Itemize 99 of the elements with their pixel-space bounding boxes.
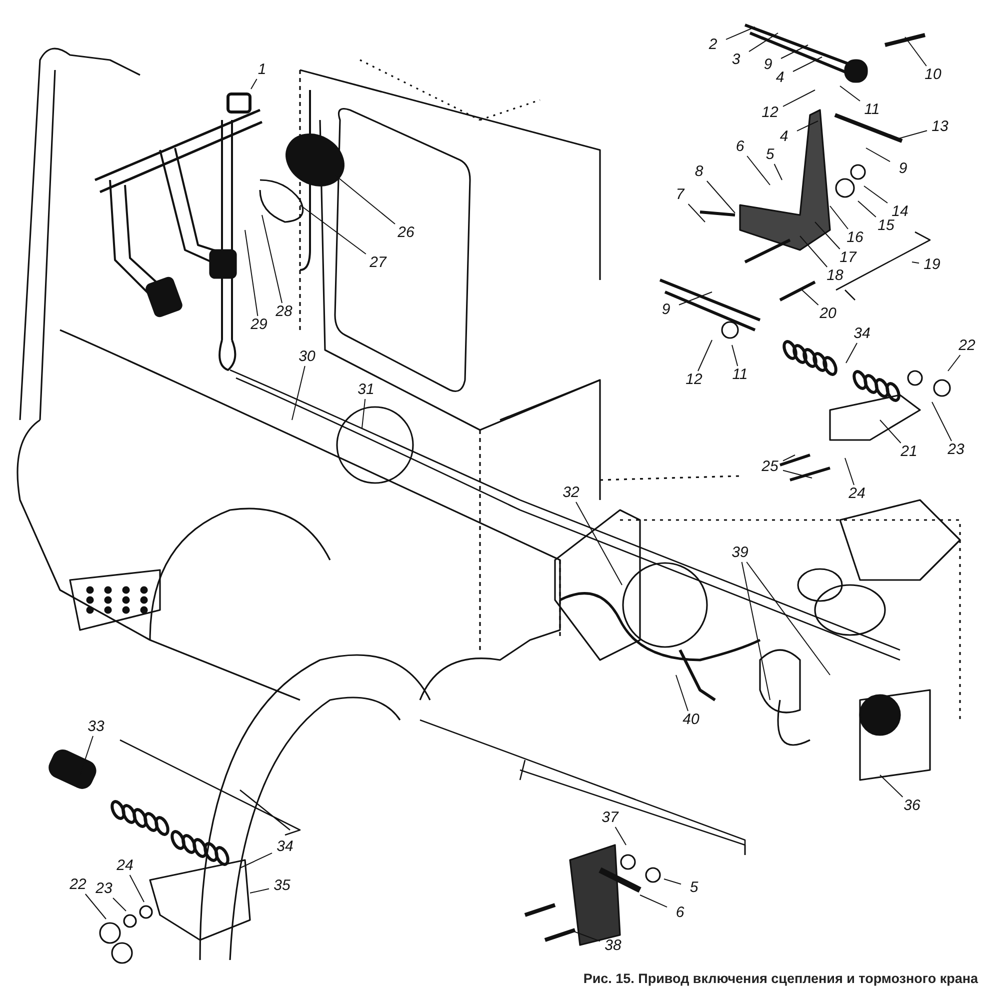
leader-line	[688, 204, 706, 222]
leader-line	[741, 562, 770, 700]
callout-number: 11	[727, 366, 753, 384]
callout-number: 34	[272, 838, 298, 856]
callout-number: 26	[393, 224, 419, 242]
callout-number: 24	[844, 485, 870, 503]
leader-line	[866, 148, 890, 162]
callout-number: 19	[919, 256, 945, 274]
leader-line	[846, 342, 858, 364]
callout-number: 12	[757, 104, 783, 122]
leader-line	[746, 156, 770, 186]
callout-number: 22	[954, 337, 980, 355]
callout-number: 10	[920, 66, 946, 84]
leader-line	[676, 674, 688, 712]
leader-line	[726, 26, 756, 40]
leader-line	[814, 222, 840, 250]
callout-number: 32	[558, 484, 584, 502]
leader-line	[792, 56, 822, 72]
leader-line	[678, 292, 712, 306]
callout-number: 1	[249, 61, 275, 79]
callout-number: 31	[353, 381, 379, 399]
leader-line	[614, 826, 626, 846]
figure-caption: Рис. 15. Привод включения сцепления и тормозного крана	[583, 971, 978, 986]
leader-line	[840, 86, 860, 102]
callout-number: 38	[600, 937, 626, 955]
leader-line	[292, 366, 306, 420]
leader-line	[782, 90, 816, 107]
callout-number: 2	[700, 36, 726, 54]
callout-number: 39	[727, 544, 753, 562]
callout-number: 9	[653, 301, 679, 319]
callout-number: 11	[859, 101, 885, 119]
leader-line	[774, 164, 782, 180]
callout-number: 22	[65, 876, 91, 894]
leader-line	[664, 878, 682, 885]
callout-number: 4	[771, 128, 797, 146]
callout-number: 30	[294, 348, 320, 366]
callout-number: 5	[757, 146, 783, 164]
callout-number: 5	[681, 879, 707, 897]
leader-line	[129, 874, 144, 902]
leader-line	[570, 930, 600, 942]
callout-number: 13	[927, 118, 953, 136]
leader-line	[250, 888, 270, 894]
leader-line	[844, 458, 854, 486]
leader-line	[300, 204, 366, 254]
leader-line	[732, 344, 738, 366]
leader-line	[362, 398, 366, 428]
callout-number: 21	[896, 443, 922, 461]
leader-line	[782, 454, 796, 462]
leader-line	[880, 774, 904, 798]
callout-number: 29	[246, 316, 272, 334]
callout-number: 35	[269, 877, 295, 895]
leader-line	[858, 200, 876, 218]
leader-line	[948, 354, 961, 372]
callout-number: 27	[365, 254, 391, 272]
callout-number: 3	[723, 51, 749, 69]
callout-number: 7	[667, 186, 693, 204]
leader-line	[796, 120, 818, 132]
leader-line	[800, 236, 828, 268]
callout-number: 6	[667, 904, 693, 922]
callout-number: 34	[849, 325, 875, 343]
leader-line	[706, 180, 736, 214]
leader-line	[698, 340, 712, 372]
leader-line	[244, 230, 258, 316]
leader-line	[240, 852, 272, 868]
leader-line	[112, 898, 126, 912]
callout-number: 23	[91, 880, 117, 898]
leader-line	[748, 32, 778, 52]
leader-line	[904, 36, 927, 66]
callout-number: 37	[597, 809, 623, 827]
leader-line	[746, 562, 830, 676]
leader-line	[782, 470, 812, 478]
leader-line	[250, 78, 258, 90]
callout-number: 24	[112, 857, 138, 875]
callout-number: 8	[686, 163, 712, 181]
callout-number: 17	[835, 249, 861, 267]
leader-line	[932, 402, 952, 442]
callout-number: 23	[943, 441, 969, 459]
callout-number: 12	[681, 371, 707, 389]
leader-line	[864, 186, 888, 204]
callout-number: 25	[757, 458, 783, 476]
leader-line	[802, 290, 819, 306]
leader-line	[262, 214, 282, 304]
leader-line	[780, 44, 808, 59]
callout-number: 16	[842, 229, 868, 247]
callout-number: 33	[83, 718, 109, 736]
callout-number: 36	[899, 797, 925, 815]
callout-number: 6	[727, 138, 753, 156]
leader-line	[640, 894, 668, 908]
leader-line	[912, 262, 920, 264]
callout-number: 9	[890, 160, 916, 178]
leader-line	[576, 502, 622, 586]
leader-line	[880, 420, 902, 444]
leader-line	[896, 130, 928, 140]
leader-line	[84, 894, 106, 920]
callout-number: 40	[678, 711, 704, 729]
callout-number: 18	[822, 267, 848, 285]
callout-number: 20	[815, 305, 841, 323]
leader-line	[830, 206, 848, 230]
callout-number: 28	[271, 303, 297, 321]
